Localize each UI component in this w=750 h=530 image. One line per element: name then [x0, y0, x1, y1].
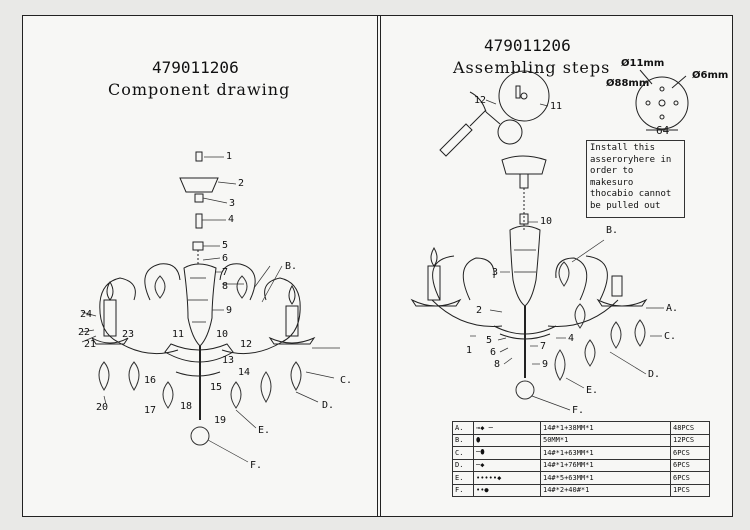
part-qty: 6PCS	[670, 458, 710, 472]
table-row: D. ─◆ 14#*1+76MM*1 6PCS	[452, 458, 710, 472]
canopy-callout-11: 11	[550, 101, 563, 112]
part-spec: 14#*1+76MM*1	[540, 458, 671, 472]
part-letter: F.	[452, 483, 474, 497]
part-qty: 48PCS	[670, 421, 710, 435]
right-callout-9: 9	[542, 359, 549, 370]
part-qty: 12PCS	[670, 433, 710, 447]
part-letter: C.	[452, 446, 474, 460]
table-row: B. ⬮ 50MM*1 12PCS	[452, 433, 710, 447]
panel-divider	[377, 15, 381, 516]
part-icon: ⊸◆ ─	[473, 421, 541, 435]
left-callout-19: 19	[214, 415, 227, 426]
right-callout-d: D.	[648, 369, 661, 380]
right-callout-b: B.	[606, 225, 619, 236]
left-callout-24: 24	[80, 309, 93, 320]
part-icon: ⬮	[473, 433, 541, 447]
right-callout-7: 7	[540, 341, 547, 352]
left-callout-b: B.	[285, 261, 298, 272]
right-callout-5: 5	[486, 335, 493, 346]
part-icon: •••••◆	[473, 471, 541, 485]
left-callout-9: 9	[226, 305, 233, 316]
left-callout-13: 13	[222, 355, 235, 366]
left-callout-23: 23	[122, 329, 135, 340]
right-model-number: 479011206	[484, 36, 571, 55]
part-icon: ─⬮	[473, 446, 541, 460]
left-callout-1: 1	[226, 151, 233, 162]
left-callout-10: 10	[216, 329, 229, 340]
install-note: Install this asseroryhere in order to ma…	[586, 140, 685, 218]
left-callout-16: 16	[144, 375, 157, 386]
left-callout-11: 11	[172, 329, 185, 340]
right-callout-6: 6	[490, 347, 497, 358]
table-row: E. •••••◆ 14#*5+63MM*1 6PCS	[452, 471, 710, 485]
left-callout-8: 8	[222, 281, 229, 292]
right-callout-1: 1	[466, 345, 473, 356]
right-callout-f: F.	[572, 405, 585, 416]
right-callout-e: E.	[586, 385, 599, 396]
left-callout-21: 21	[84, 339, 97, 350]
left-callout-12: 12	[240, 339, 253, 350]
right-callout-c: C.	[664, 331, 677, 342]
part-spec: 14#*1+38MM*1	[540, 421, 671, 435]
part-letter: E.	[452, 471, 474, 485]
part-letter: A.	[452, 421, 474, 435]
right-callout-3: 3	[492, 267, 499, 278]
table-row: A. ⊸◆ ─ 14#*1+38MM*1 48PCS	[452, 421, 710, 435]
left-callout-f: F.	[250, 460, 263, 471]
right-callout-8: 8	[494, 359, 501, 370]
left-callout-18: 18	[180, 401, 193, 412]
left-callout-14: 14	[238, 367, 251, 378]
part-spec: 14#*5+63MM*1	[540, 471, 671, 485]
left-callout-22: 22	[78, 327, 91, 338]
left-callout-c: C.	[340, 375, 353, 386]
left-callout-2: 2	[238, 178, 245, 189]
parts-table: A. ⊸◆ ─ 14#*1+38MM*1 48PCS B. ⬮ 50MM*1 1…	[452, 421, 710, 497]
left-callout-4: 4	[228, 214, 235, 225]
table-row: F. ••● 14#*2+40#*1 1PCS	[452, 483, 710, 497]
canopy-callout-12: 12	[474, 95, 487, 106]
right-callout-4: 4	[568, 333, 575, 344]
left-model-number: 479011206	[152, 58, 239, 77]
right-callout-a: A.	[666, 303, 679, 314]
left-callout-3: 3	[229, 198, 236, 209]
left-callout-d: D.	[322, 400, 335, 411]
dim-hole: Ø11mm	[621, 58, 665, 69]
right-callout-10: 10	[540, 216, 553, 227]
left-callout-20: 20	[96, 402, 109, 413]
part-icon: ─◆	[473, 458, 541, 472]
part-spec: 14#*1+63MM*1	[540, 446, 671, 460]
part-letter: B.	[452, 433, 474, 447]
left-callout-17: 17	[144, 405, 157, 416]
right-callout-2: 2	[476, 305, 483, 316]
left-callout-e: E.	[258, 425, 271, 436]
left-callout-6: 6	[222, 253, 229, 264]
left-title: Component drawing	[108, 80, 291, 99]
dim-outer: Ø88mm	[606, 78, 650, 89]
part-qty: 1PCS	[670, 483, 710, 497]
table-row: C. ─⬮ 14#*1+63MM*1 6PCS	[452, 446, 710, 460]
part-spec: 14#*2+40#*1	[540, 483, 671, 497]
part-icon: ••●	[473, 483, 541, 497]
part-qty: 6PCS	[670, 471, 710, 485]
part-spec: 50MM*1	[540, 433, 671, 447]
dim-pin: Ø6mm	[692, 70, 729, 81]
left-callout-15: 15	[210, 382, 223, 393]
part-qty: 6PCS	[670, 446, 710, 460]
right-title: Assembling steps	[453, 58, 611, 77]
left-callout-7: 7	[222, 267, 229, 278]
left-callout-5: 5	[222, 240, 229, 251]
part-letter: D.	[452, 458, 474, 472]
